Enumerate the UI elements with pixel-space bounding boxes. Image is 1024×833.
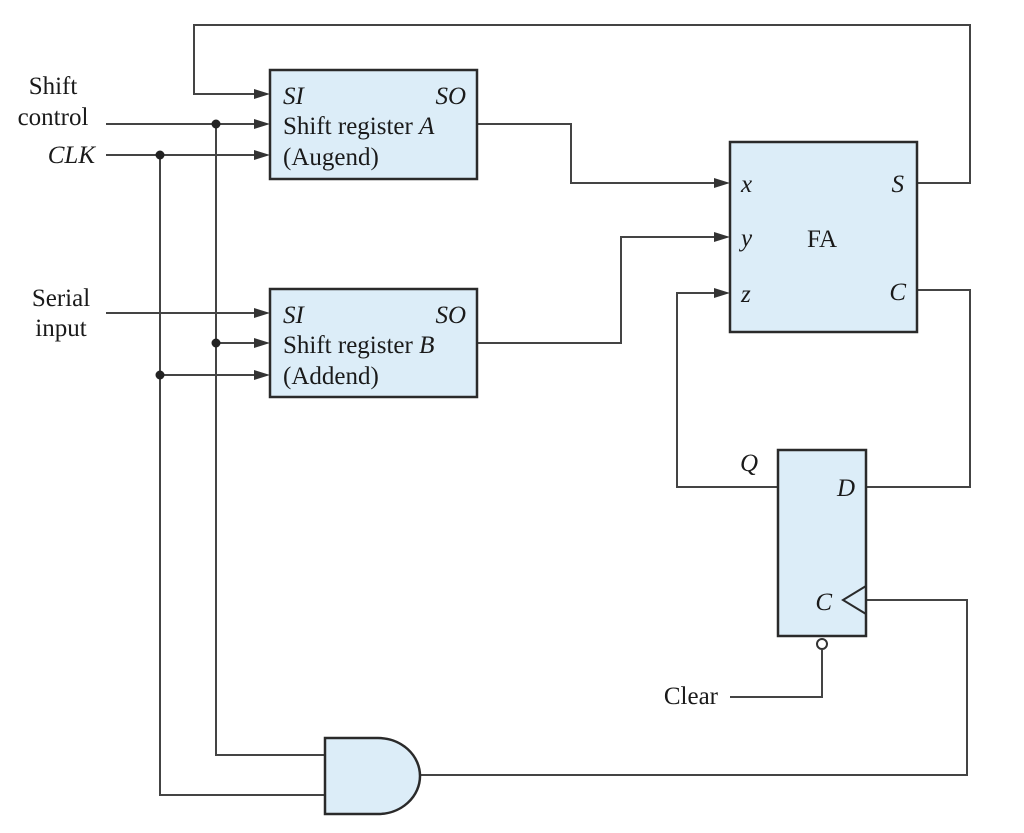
wire-q-to-z: [676, 292, 778, 488]
clk-label: CLK: [48, 142, 97, 169]
wire-b-so-to-y: [477, 236, 722, 344]
shift-control-label-line2: control: [18, 104, 89, 131]
clock-triangle-icon: [841, 585, 867, 615]
d-flip-flop: Q D C: [740, 448, 868, 650]
arrowhead-a-si: [254, 89, 270, 99]
flip-flop-q-label: Q: [740, 450, 758, 477]
register-a-letter: A: [417, 113, 435, 140]
flip-flop-c-label: C: [815, 589, 832, 616]
serial-input-label-line1: Serial: [32, 285, 90, 312]
wire-and-to-clock: [420, 599, 968, 776]
wire-clk-vertical: [159, 155, 325, 796]
wire-shift-control-vertical: [215, 124, 325, 756]
fa-s-label: S: [892, 171, 905, 198]
arrowhead-fa-z: [714, 288, 730, 298]
wire-clear: [730, 650, 823, 698]
full-adder-box: [728, 140, 919, 334]
register-b-si-label: SI: [283, 302, 306, 329]
flip-flop-d-label: D: [836, 475, 855, 502]
register-b-role: (Addend): [283, 363, 379, 390]
arrowhead-a-shift: [254, 119, 270, 129]
arrowheads: [254, 89, 730, 380]
shift-register-a: SI SO Shift register A (Augend): [268, 68, 479, 181]
full-adder: x y z FA S C: [728, 140, 919, 334]
arrowhead-fa-x: [714, 178, 730, 188]
arrowhead-fa-y: [714, 232, 730, 242]
register-a-so-label: SO: [435, 83, 466, 110]
and-gate: [323, 736, 422, 816]
register-a-si-label: SI: [283, 83, 306, 110]
fa-y-label: y: [738, 225, 753, 252]
and-gate-shape: [323, 736, 422, 816]
arrowhead-b-si: [254, 308, 270, 318]
junction-clk-b: [155, 370, 165, 380]
register-b-so-label: SO: [435, 302, 466, 329]
shift-register-b-box: [268, 287, 479, 399]
junctions: [155, 119, 221, 380]
serial-input-label-line2: input: [35, 315, 86, 342]
register-a-name: Shift register A: [283, 113, 435, 140]
wire-a-so-to-x: [477, 123, 722, 184]
shift-register-b: SI SO Shift register B (Addend): [268, 287, 479, 399]
shift-control-label-line1: Shift: [29, 73, 78, 100]
register-b-letter: B: [419, 332, 434, 359]
junction-clk-a: [155, 150, 165, 160]
clear-label: Clear: [664, 683, 719, 710]
wires: [106, 24, 971, 796]
arrowhead-a-clk: [254, 150, 270, 160]
clear-inversion-bubble: [816, 638, 828, 650]
input-labels: Shift control CLK Serial input Clear: [18, 73, 719, 710]
arrowhead-b-shift: [254, 338, 270, 348]
wire-sum-feedback: [193, 24, 971, 184]
fa-z-label: z: [740, 281, 751, 308]
arrowhead-b-clk: [254, 370, 270, 380]
register-a-role: (Augend): [283, 144, 379, 171]
fa-x-label: x: [740, 171, 752, 198]
wire-carry-to-d: [866, 289, 971, 488]
fa-c-label: C: [889, 279, 906, 306]
shift-register-a-box: [268, 68, 479, 181]
junction-shift-a: [211, 119, 221, 129]
fa-label: FA: [807, 226, 837, 253]
register-b-name: Shift register B: [283, 332, 434, 359]
junction-shift-b: [211, 338, 221, 348]
